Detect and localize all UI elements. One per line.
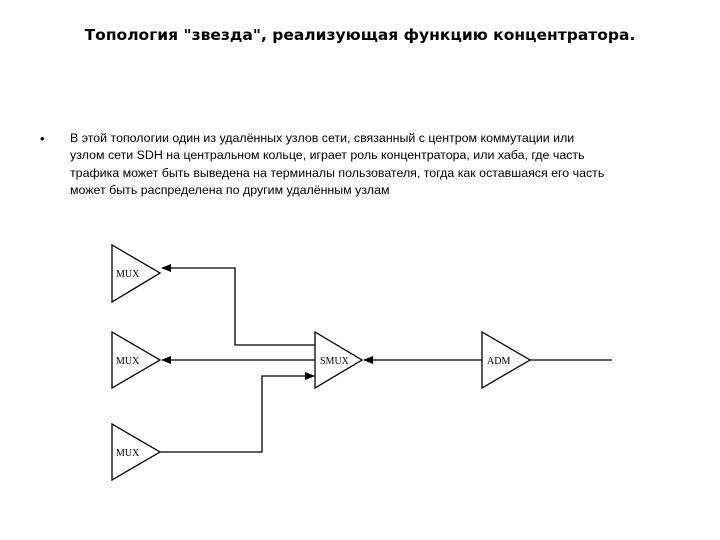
adm-label: ADM xyxy=(487,356,510,367)
bullet-dot: • xyxy=(40,131,45,146)
bullet-line: В этой топологии один из удалённых узлов… xyxy=(70,131,575,145)
mux-bottom-label: MUX xyxy=(116,448,140,459)
smux-label: SMUX xyxy=(320,356,350,367)
link-smux-to-mux-top xyxy=(161,264,315,346)
mux-middle-label: MUX xyxy=(116,356,140,367)
mux-top-label: MUX xyxy=(116,269,140,280)
slide-title: Топология "звезда", реализующая функцию … xyxy=(84,26,636,44)
mux-top-node: MUX xyxy=(111,243,162,304)
adm-node: ADM xyxy=(481,330,532,390)
bullet-line: может быть распределена по другим удалён… xyxy=(70,183,390,198)
bullet-line: трафика может быть выведена на терминалы… xyxy=(70,165,605,180)
mux-bottom-node: MUX xyxy=(111,422,162,482)
smux-node: SMUX xyxy=(314,330,364,390)
link-mux-bottom-to-smux xyxy=(160,372,315,453)
mux-bottom-triangle xyxy=(111,422,162,482)
mux-middle-triangle xyxy=(111,330,162,390)
mux-middle-node: MUX xyxy=(111,330,162,390)
bullet-line: узлом сети SDH на центральном кольце, иг… xyxy=(70,148,585,163)
bullet-text: В этой топологии один из удалённых узлов… xyxy=(70,130,690,200)
mux-top-triangle xyxy=(111,243,162,304)
